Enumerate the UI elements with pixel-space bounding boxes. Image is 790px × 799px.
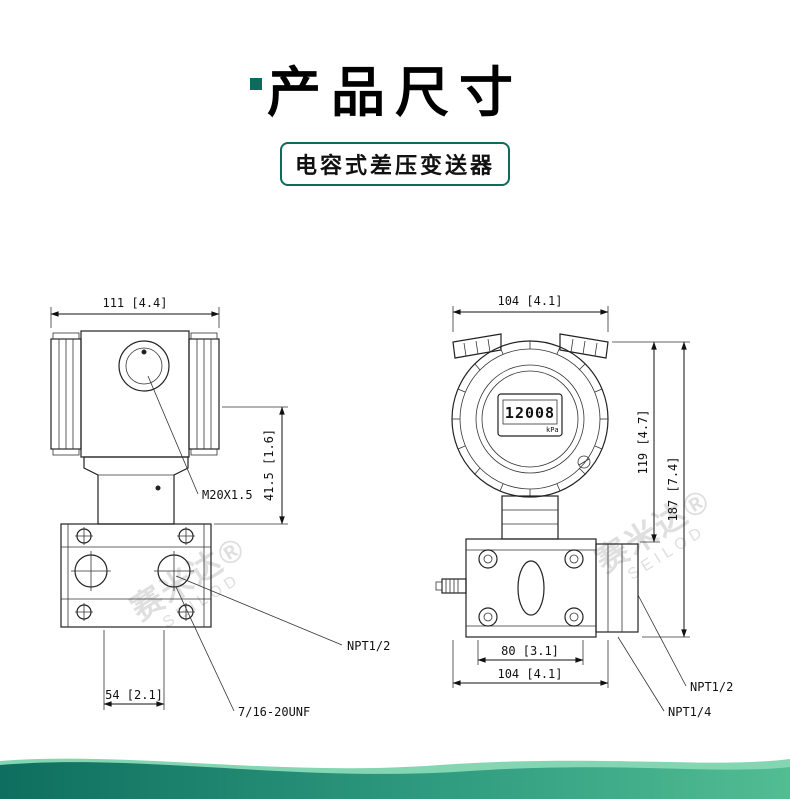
manifold-block (595, 543, 639, 633)
dim-body-height-label: 119 [4.7] (636, 409, 650, 474)
wave-front (0, 762, 790, 799)
flange-side (60, 523, 212, 628)
vent-valve (435, 578, 467, 594)
housing-front: 12008 kPa (451, 340, 609, 498)
cable-entry-label: M20X1.5 (202, 488, 253, 502)
neck-front (501, 495, 559, 540)
neck-side (83, 456, 189, 525)
side-view-drawing: 111 [4.4] (50, 296, 390, 719)
housing-ribs (452, 341, 608, 497)
front-view-drawing: 104 [4.1] (435, 294, 733, 719)
dim-top-width: 104 [4.1] (452, 294, 609, 332)
lcd-display: 12008 kPa (497, 393, 563, 437)
bolt-circles (478, 549, 584, 627)
cable-entry-callout: M20X1.5 (147, 375, 253, 502)
lcd-unit: kPa (546, 426, 559, 434)
dim-top-width-label: 104 [4.1] (497, 294, 562, 308)
dim-neck-height-label: 41.5 [1.6] (262, 429, 276, 501)
conn-side-label: NPT1/2 (690, 680, 733, 694)
center-slot (517, 560, 545, 616)
dim-top-width: 111 [4.4] (50, 296, 220, 328)
process-conn-label: NPT1/2 (347, 639, 390, 653)
title-wrap: 产品尺寸 (250, 62, 523, 124)
header: 产品尺寸 电容式差压变送器 (0, 62, 790, 187)
dim-flange-width: 104 [4.1] (452, 640, 609, 688)
dim-top-width-label: 111 [4.4] (102, 296, 167, 310)
dim-flange-width-label: 104 [4.1] (497, 667, 562, 681)
dim-port-spacing-label: 80 [3.1] (501, 644, 559, 658)
flange-front (435, 538, 639, 638)
footer-wave (0, 758, 790, 799)
dim-total-height: 187 [7.4] (642, 341, 690, 638)
bolt-top-left (75, 527, 93, 545)
process-port-left (71, 551, 111, 591)
product-subtitle-badge: 电容式差压变送器 (279, 142, 510, 187)
bolt-bottom-right (177, 603, 195, 621)
ground-screw (577, 455, 591, 469)
cover-port-circle (118, 340, 170, 392)
side-conn-callout: NPT1/2 (637, 594, 733, 694)
dim-total-height-label: 187 [7.4] (666, 456, 680, 521)
bolt-bottom-left (75, 603, 93, 621)
bolt-top-right (177, 527, 195, 545)
title-accent-square (250, 78, 262, 90)
mounting-brackets (452, 333, 609, 359)
page-title: 产品尺寸 (267, 63, 523, 123)
housing-side (50, 330, 220, 458)
dim-bolt-spacing: 54 [2.1] (103, 630, 165, 710)
drain-conn-callout: NPT1/4 (617, 636, 711, 719)
process-port-right (154, 551, 194, 591)
process-conn-callout: NPT1/2 (175, 575, 390, 653)
drain-thread-label: 7/16-20UNF (238, 705, 310, 719)
product-subtitle: 电容式差压变送器 (294, 153, 495, 179)
lcd-value: 12008 (505, 404, 555, 422)
conn-drain-label: NPT1/4 (668, 705, 711, 719)
dim-port-spacing: 80 [3.1] (477, 640, 584, 665)
drain-thread-callout: 7/16-20UNF (175, 586, 310, 719)
dim-body-height: 119 [4.7] (612, 341, 690, 543)
dim-neck-height: 41.5 [1.6] (214, 406, 288, 525)
dim-bolt-spacing-label: 54 [2.1] (105, 688, 163, 702)
